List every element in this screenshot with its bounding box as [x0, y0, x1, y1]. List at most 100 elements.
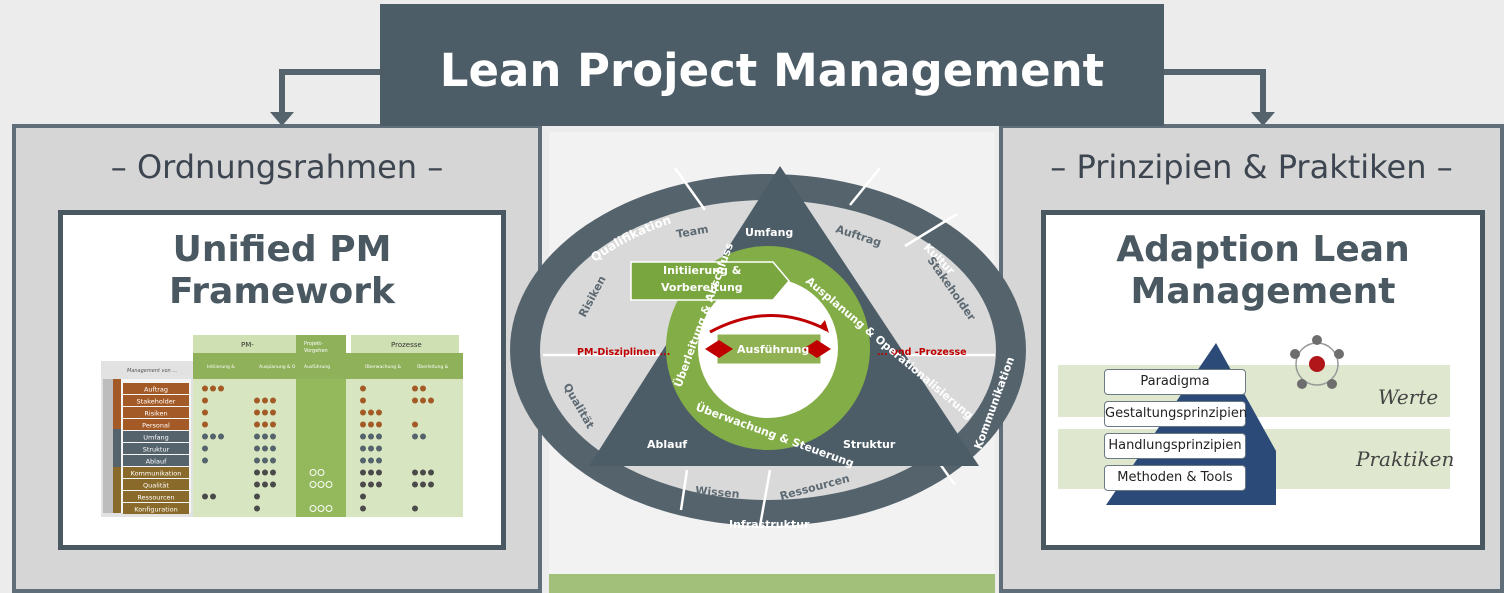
matrix-dot [428, 397, 434, 404]
matrix-dot [428, 469, 434, 476]
matrix-dot [270, 481, 276, 488]
card-title-line2: Management [1130, 271, 1396, 312]
matrix-dot [202, 433, 208, 440]
matrix-dot [420, 385, 426, 392]
matrix-dot [412, 469, 418, 476]
matrix-dot [360, 409, 366, 416]
matrix-dot [254, 505, 260, 512]
praktiken-label: Praktiken [1356, 447, 1455, 471]
unified-pm-card[interactable]: Unified PM Framework PM- Projekt- Vorgeh… [58, 210, 506, 550]
pyramid-box-paradigma[interactable]: Paradigma [1104, 369, 1246, 395]
matrix-dot [420, 481, 426, 488]
matrix-dot [270, 421, 276, 428]
matrix-dot [368, 469, 374, 476]
matrix-dot [254, 409, 260, 416]
page-title: Lean Project Management [380, 4, 1164, 126]
card-title-line1: Unified PM [172, 229, 392, 270]
matrix-row-label: Struktur [143, 446, 170, 454]
label-pm-disziplinen: PM-Disziplinen ... [577, 347, 670, 358]
svg-text:PM-: PM- [241, 341, 254, 349]
matrix-dot [254, 457, 260, 464]
svg-text:Projekt-: Projekt- [304, 341, 323, 347]
matrix-dot [368, 457, 374, 464]
center-bottom-bar [549, 574, 995, 593]
matrix-dot [360, 421, 366, 428]
matrix-dot [412, 385, 418, 392]
lean-cycle-icon [1290, 335, 1344, 389]
matrix-dot [376, 409, 382, 416]
matrix-dot [270, 469, 276, 476]
right-panel: – Prinzipien & Praktiken – Adaption Lean… [999, 124, 1504, 593]
matrix-dot [376, 469, 382, 476]
right-panel-heading: – Prinzipien & Praktiken – [1050, 148, 1453, 186]
matrix-dot [202, 457, 208, 464]
matrix-column-label: Initiierung & [207, 364, 235, 370]
pyramid-box-gestaltungsprinzipien[interactable]: Gestaltungsprinzipien [1104, 401, 1247, 427]
triangle-ablauf: Ablauf [647, 438, 687, 451]
matrix-dot [254, 397, 260, 404]
phase-ausfuehrung: Ausführung [737, 343, 809, 356]
matrix-dot [412, 505, 418, 512]
matrix-dot [202, 409, 208, 416]
matrix-dot [325, 505, 333, 512]
matrix-dot [317, 469, 325, 476]
matrix-dot [360, 397, 366, 404]
adaption-lean-card[interactable]: Adaption Lean Management Paradigma Gesta… [1041, 210, 1485, 550]
matrix-dot [218, 433, 224, 440]
matrix-dot [270, 445, 276, 452]
matrix-row-label-bg [123, 467, 189, 478]
matrix-row-label-bg [123, 383, 189, 394]
matrix-row-label-bg [123, 443, 189, 454]
matrix-dot [360, 493, 366, 500]
matrix-dot [360, 505, 366, 512]
matrix-dot [254, 421, 260, 428]
matrix-dot [309, 505, 317, 512]
matrix-dot [368, 445, 374, 452]
lean-pm-diagram: Qualifikation Kultur Kommunikation Infra… [510, 166, 1026, 531]
matrix-dot [262, 409, 268, 416]
matrix-dot [317, 505, 325, 512]
pyramid-box-methoden-tools[interactable]: Methoden & Tools [1104, 465, 1246, 491]
matrix-dot [210, 433, 216, 440]
matrix-dot [412, 421, 418, 428]
matrix-dot [360, 481, 366, 488]
matrix-dot [262, 457, 268, 464]
pyramid-box-handlungsprinzipien[interactable]: Handlungsprinzipien [1104, 433, 1246, 459]
matrix-row-label: Qualität [143, 482, 169, 490]
phase-initiierung-line2: Vorbereitung [661, 281, 743, 294]
svg-text:Management von ...: Management von ... [127, 368, 177, 374]
triangle-umfang: Umfang [745, 226, 793, 239]
matrix-dot [368, 481, 374, 488]
matrix-dot [270, 397, 276, 404]
matrix-dot [262, 469, 268, 476]
matrix-row-label: Ressourcen [137, 494, 174, 502]
matrix-dot [202, 397, 208, 404]
matrix-dot [309, 469, 317, 476]
matrix-row-label: Ablauf [146, 458, 167, 466]
matrix-row-label-bg [123, 407, 189, 418]
matrix-dot [325, 481, 333, 488]
card-title-line1: Adaption Lean [1116, 229, 1410, 270]
werte-label: Werte [1378, 385, 1439, 409]
label-und-prozesse: ... und -Prozesse [877, 347, 967, 358]
matrix-dot [376, 457, 382, 464]
matrix-row-label-bg [123, 395, 189, 406]
matrix-row-label-bg [123, 455, 189, 466]
svg-text:Prozesse: Prozesse [391, 341, 422, 349]
matrix-dot [420, 469, 426, 476]
matrix-dot [420, 433, 426, 440]
matrix-row-label: Umfang [143, 434, 169, 442]
matrix-row-label-bg [123, 431, 189, 442]
matrix-row-label: Auftrag [144, 386, 168, 394]
matrix-dot [368, 421, 374, 428]
matrix-dot [376, 445, 382, 452]
card-title: Unified PM Framework [63, 229, 501, 313]
matrix-dot [270, 457, 276, 464]
matrix-dot [309, 481, 317, 488]
matrix-dot [202, 493, 208, 500]
matrix-dot [270, 409, 276, 416]
matrix-column-label: Überwachung & [365, 363, 402, 370]
segment-team: Team [675, 223, 709, 241]
matrix-column-label: Ausführung [304, 364, 330, 370]
